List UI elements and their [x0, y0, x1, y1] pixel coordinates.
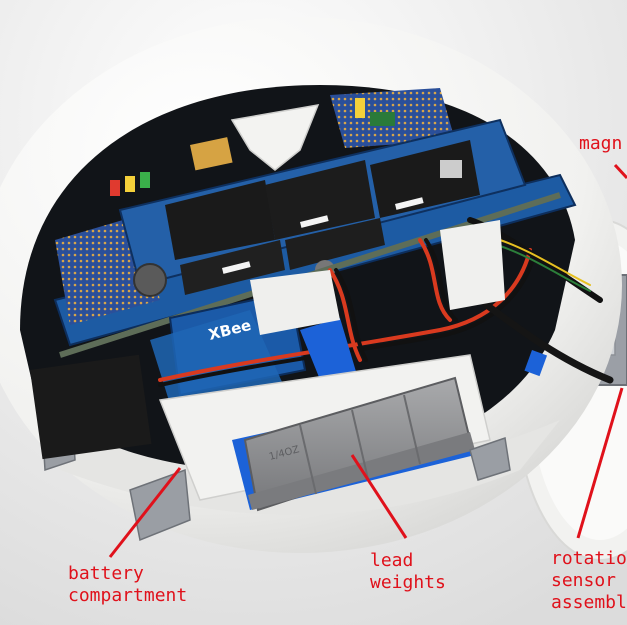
- label-rotation-sensor: rotatio sensor assembl: [551, 548, 627, 614]
- label-magnet: magn: [579, 133, 623, 154]
- label-lead-line1: lead: [370, 550, 414, 571]
- annotation-pointers: [108, 163, 627, 558]
- label-lead-line2: weights: [370, 572, 446, 593]
- wire-bundles: [158, 217, 614, 387]
- label-lead-weights: lead weights: [370, 550, 446, 594]
- label-battery-line2: compartment: [68, 585, 188, 606]
- label-rotation-line2: sensor: [551, 570, 617, 591]
- label-rotation-line3: assembl: [551, 592, 627, 613]
- label-battery-compartment: battery compartment: [68, 563, 187, 607]
- label-rotation-line1: rotatio: [551, 548, 627, 569]
- label-battery-line1: battery: [68, 563, 144, 584]
- battery-compartment-area: [30, 354, 152, 460]
